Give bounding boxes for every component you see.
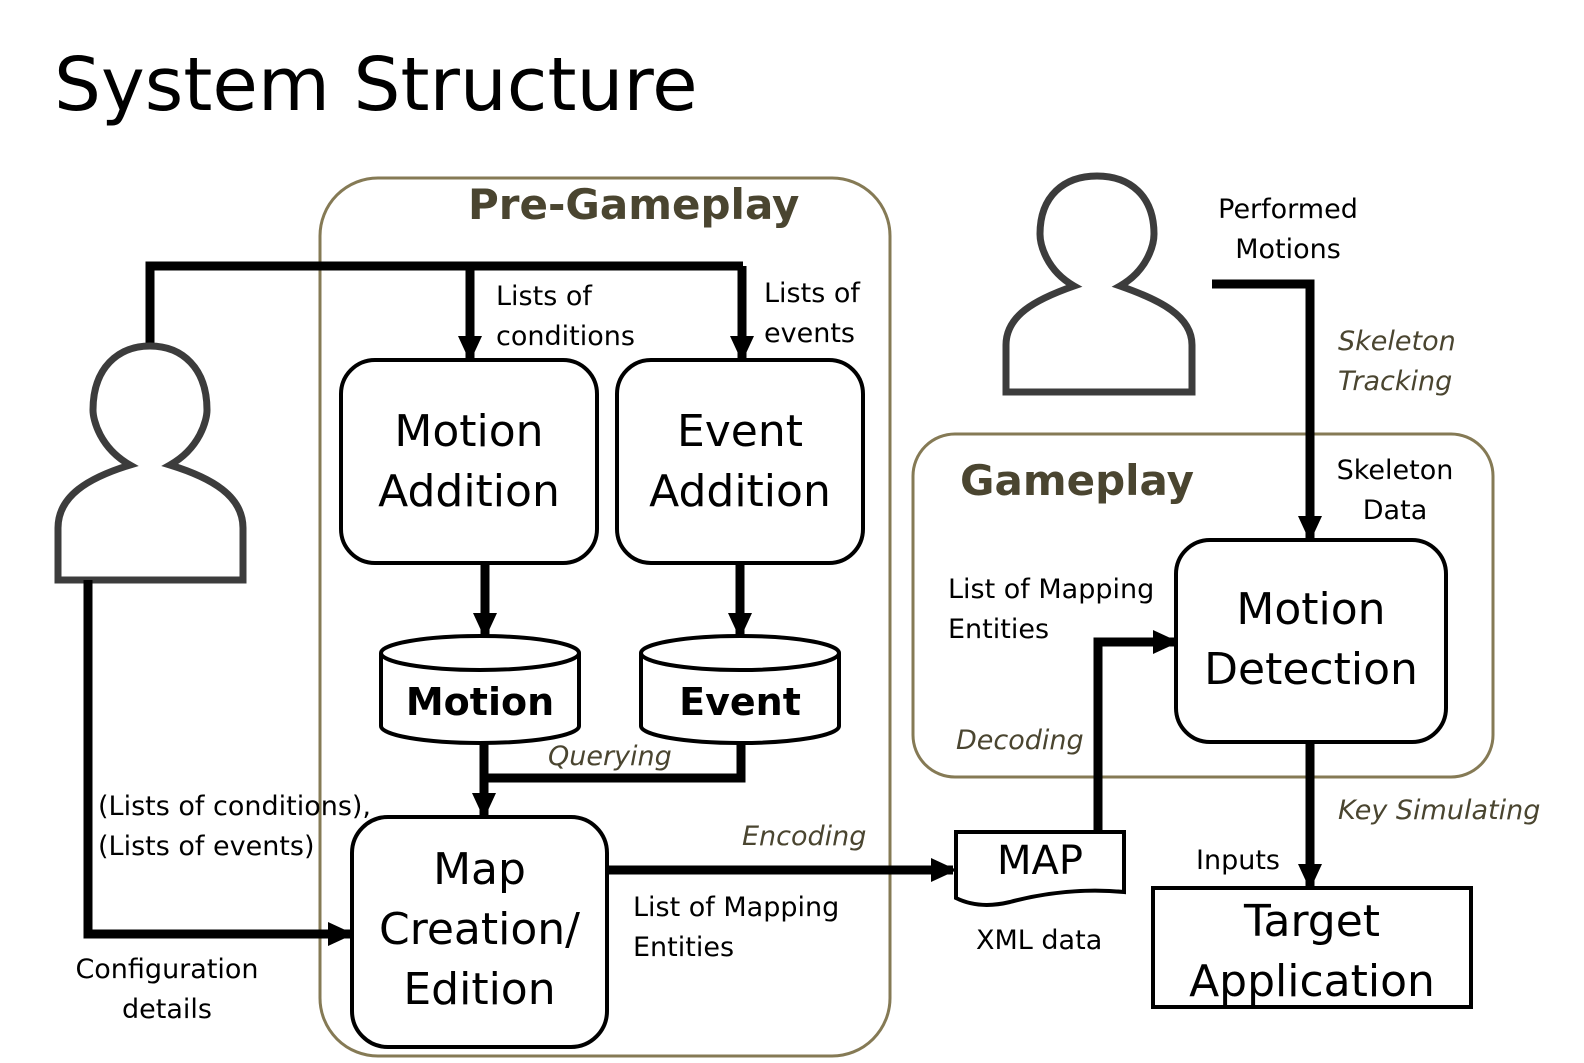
performed-motions-label: Performed Motions bbox=[1218, 194, 1358, 265]
user-to-additions-line bbox=[145, 261, 743, 360]
map-document bbox=[954, 830, 1126, 907]
map-creation-label: Map Creation/ Edition bbox=[379, 844, 580, 1015]
event-db-query-line bbox=[484, 743, 746, 783]
decoding-line bbox=[1093, 630, 1179, 832]
gameplay-title: Gameplay bbox=[960, 456, 1194, 505]
config-lists-label: (Lists of conditions), (Lists of events) bbox=[98, 791, 372, 862]
list-of-mapping-entities-label: List of Mapping Entities bbox=[633, 892, 840, 963]
motion-database bbox=[379, 634, 581, 745]
lists-of-conditions-label: Lists of conditions bbox=[496, 281, 635, 352]
motion-db-label: Motion bbox=[405, 680, 555, 724]
gameplay-mapping-entities-label: List of Mapping Entities bbox=[948, 574, 1155, 645]
pregameplay-region bbox=[318, 176, 892, 1058]
key-simulating-label: Key Simulating bbox=[1338, 795, 1541, 826]
user-icon bbox=[54, 342, 247, 584]
configuration-details-label: Configuration details bbox=[75, 954, 259, 1025]
inputs-label: Inputs bbox=[1196, 845, 1280, 876]
xml-data-label: XML data bbox=[976, 925, 1103, 956]
lists-of-events-label: Lists of events bbox=[764, 278, 860, 349]
map-creation-box bbox=[350, 815, 609, 1049]
motion-detection-label: Motion Detection bbox=[1204, 584, 1418, 695]
config-details-line bbox=[83, 580, 354, 946]
motion-addition-box bbox=[339, 358, 599, 565]
motion-addition-label: Motion Addition bbox=[378, 406, 560, 517]
event-database bbox=[639, 634, 841, 745]
decoding-label: Decoding bbox=[956, 725, 1084, 756]
pregameplay-title: Pre-Gameplay bbox=[468, 180, 800, 229]
event-addition-label: Event Addition bbox=[649, 406, 831, 517]
event-db-label: Event bbox=[679, 680, 801, 724]
user-icon bbox=[1002, 172, 1196, 396]
map-document-label: MAP bbox=[997, 838, 1083, 884]
target-application-label: Target Application bbox=[1189, 896, 1435, 1007]
encoding-label: Encoding bbox=[742, 821, 867, 852]
querying-label: Querying bbox=[548, 741, 672, 772]
gameplay-region bbox=[911, 432, 1495, 779]
skeleton-tracking-line bbox=[1212, 279, 1322, 542]
skeleton-tracking-label: Skeleton Tracking bbox=[1338, 326, 1456, 397]
page-title: System Structure bbox=[54, 42, 698, 128]
skeleton-data-label: Skeleton Data bbox=[1336, 455, 1454, 526]
target-application-box bbox=[1151, 886, 1473, 1009]
